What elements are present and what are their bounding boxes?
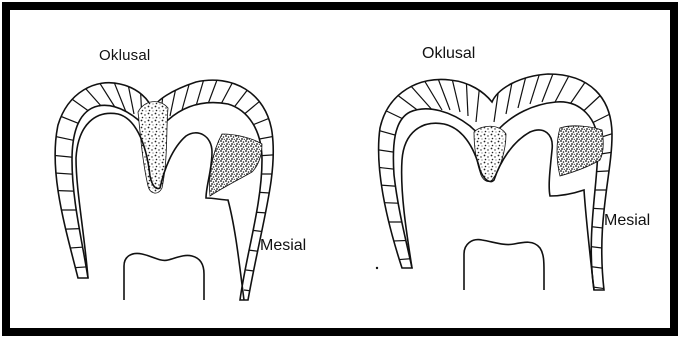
right-mesial-label: Mesial [604, 213, 650, 229]
left-occlusal-label: Oklusal [99, 48, 150, 63]
right-occlusal-label: Oklusal [422, 46, 475, 62]
left-mesial-label: Mesial [260, 238, 306, 254]
stray-mark [376, 267, 378, 269]
